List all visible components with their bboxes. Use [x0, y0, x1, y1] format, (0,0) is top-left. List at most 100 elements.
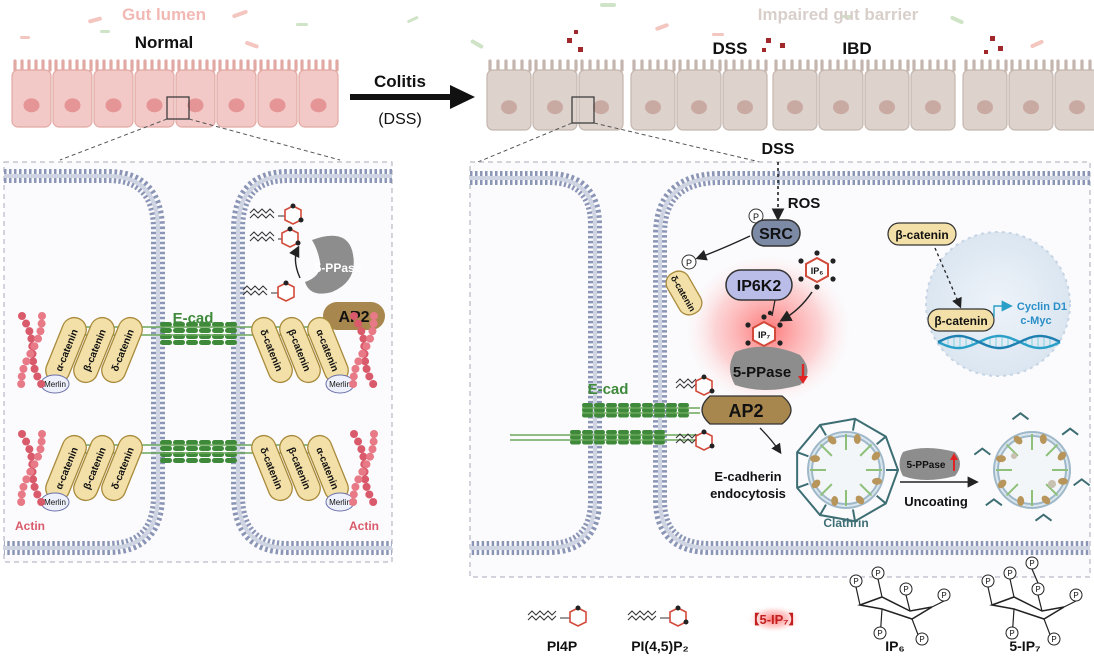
ip7-right-label: IP₇: [758, 330, 771, 340]
ecad-segment: [606, 435, 617, 440]
ecad-segment: [582, 440, 593, 445]
ecad-segment: [199, 322, 211, 327]
lumen-particles: [20, 3, 1044, 54]
epithelial-cell: [257, 59, 298, 128]
epithelial-cell: [676, 59, 722, 131]
ecad-segment: [630, 413, 641, 418]
svg-text:Merlin: Merlin: [329, 498, 351, 507]
ibd-top-label: IBD: [842, 39, 871, 58]
left-panel: 5-PPase AP2 E-cad α-cateninβ-cateninδ-ca…: [3, 161, 393, 563]
ecad-segment: [160, 340, 172, 345]
beta-catenin: β-catenin: [279, 434, 321, 502]
delta-catenin: δ-catenin: [101, 434, 143, 502]
ecad-segment: [678, 408, 689, 413]
epithelial-cell: [818, 59, 864, 131]
dss-top-label: DSS: [713, 39, 748, 58]
ecad-segment: [630, 403, 641, 408]
delta-catenin: δ-catenin: [101, 316, 143, 384]
ecad-segment: [186, 340, 198, 345]
ecad-segment: [642, 435, 653, 440]
ecad-segment: [654, 403, 665, 408]
svg-text:P: P: [877, 629, 882, 638]
svg-text:P: P: [903, 585, 908, 594]
ecad-segment: [225, 328, 237, 333]
normal-epithelium: [11, 59, 341, 161]
ecad-segment: [212, 328, 224, 333]
normal-label: Normal: [135, 33, 194, 52]
ecad-segment: [666, 413, 677, 418]
ecad-segment: [606, 413, 617, 418]
src-kinase: P SRC: [748, 208, 801, 247]
ecad-segment: [654, 408, 665, 413]
ip6k2-label: IP6K2: [737, 278, 782, 295]
ppase-up: 5-PPase: [899, 448, 960, 480]
clathrin-label: Clathrin: [823, 516, 868, 530]
right-cell-membrane-r: [653, 171, 1090, 555]
merlin: Merlin: [40, 492, 70, 512]
pi-lipids-right: [675, 374, 715, 451]
beta-catenin-top-label: β-catenin: [895, 228, 948, 242]
actin-filament: [17, 430, 46, 506]
svg-text:Merlin: Merlin: [44, 498, 66, 507]
svg-text:Merlin: Merlin: [44, 380, 66, 389]
ecad-segment: [666, 408, 677, 413]
legend-ip7-box: 【5-IP₇】: [746, 605, 802, 633]
legend-pi45p2-label: PI(4,5)P₂: [631, 638, 689, 654]
ecad-segment: [173, 340, 185, 345]
ecad-segment: [186, 328, 198, 333]
ecad-segment: [594, 408, 605, 413]
ecad-right-label: E-cad: [588, 381, 629, 398]
svg-text:Merlin: Merlin: [329, 380, 351, 389]
epithelial-cell: [1008, 59, 1054, 131]
ecad-segment: [570, 430, 581, 435]
ecad-segment: [186, 446, 198, 451]
actin-filament: [349, 312, 378, 388]
svg-text:P: P: [1073, 591, 1078, 600]
ecad-segment: [173, 440, 185, 445]
ap2-right-label: AP2: [728, 401, 763, 421]
ecad-segment: [186, 440, 198, 445]
ecad-segment: [642, 413, 653, 418]
nuclear-translocation-arrow: [934, 247, 962, 309]
ecad-segment: [225, 440, 237, 445]
ecad-segment: [225, 340, 237, 345]
ecad-segment: [594, 403, 605, 408]
ecad-segment: [212, 340, 224, 345]
epithelial-cell: [578, 59, 624, 131]
left-cell-membrane: [4, 169, 165, 555]
ecad-segment: [618, 403, 629, 408]
ecad-segment: [570, 435, 581, 440]
ecad-segment: [160, 322, 172, 327]
ecad-segment: [630, 408, 641, 413]
legend-pi45p2: PI(4,5)P₂: [627, 605, 689, 654]
svg-text:P: P: [1009, 629, 1014, 638]
ap2-right: AP2: [701, 395, 792, 425]
ecad-segment: [173, 328, 185, 333]
ppase-label: 5-PPase: [315, 261, 362, 275]
dss-paren-label: (DSS): [378, 111, 422, 128]
alpha-catenin: α-catenin: [45, 434, 87, 502]
impaired-epithelium: [477, 59, 1094, 163]
epithelial-cell: [93, 59, 134, 128]
actin-label: Actin: [349, 519, 379, 533]
dss-right-label: DSS: [762, 141, 795, 158]
ecad-segment: [642, 440, 653, 445]
ecad-segment: [606, 408, 617, 413]
ecad-segment: [642, 403, 653, 408]
left-cell-membrane-r: [470, 171, 602, 555]
ecad-segment: [606, 440, 617, 445]
uncoating-label: Uncoating: [904, 494, 968, 509]
ip6k2: IP6K2: [725, 269, 793, 301]
ppase-enzyme: 5-PPase: [305, 235, 362, 294]
beta-catenin: β-catenin: [279, 316, 321, 384]
merlin: Merlin: [325, 492, 355, 512]
epithelial-cell: [11, 59, 52, 128]
legend-ip7-label: 5-IP₇: [1009, 638, 1040, 654]
nucleus: β-catenin β-catenin Cyclin D1 c-Myc: [887, 222, 1071, 377]
epithelial-cell: [298, 59, 339, 128]
ecad-segment: [618, 413, 629, 418]
